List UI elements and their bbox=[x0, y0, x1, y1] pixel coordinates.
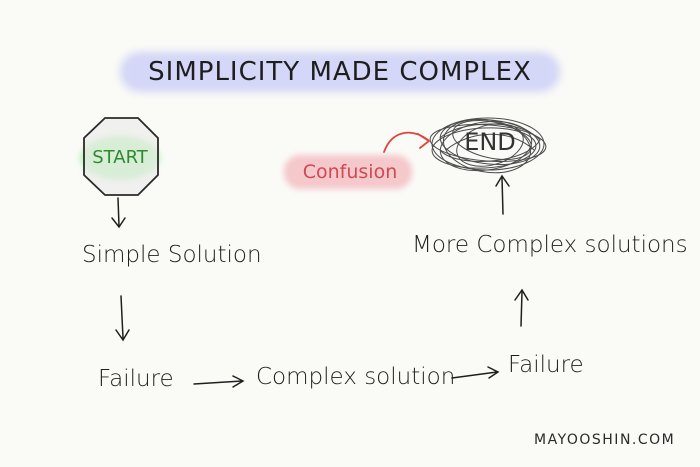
more-complex-solutions-label: More Complex solutions bbox=[412, 232, 688, 258]
arrow-confusion-to-end bbox=[383, 131, 431, 153]
arrow-more-complex-to-end bbox=[495, 174, 510, 215]
failure-label-2: Failure bbox=[508, 352, 584, 378]
page-title: SIMPLICITY MADE COMPLEX bbox=[148, 57, 532, 87]
site-credit: MAYOOSHIN.COM bbox=[534, 432, 676, 448]
end-node-label: END bbox=[464, 128, 516, 156]
title-highlight bbox=[120, 52, 560, 92]
arrow-simple-to-failure bbox=[115, 295, 130, 342]
arrow-failure-to-more-complex bbox=[514, 288, 529, 327]
arrow-complex-to-failure bbox=[451, 366, 500, 379]
arrow-failure-to-complex bbox=[193, 375, 245, 388]
title-block: SIMPLICITY MADE COMPLEX bbox=[120, 48, 560, 96]
failure-label-1: Failure bbox=[98, 366, 174, 392]
confusion-highlight bbox=[284, 155, 412, 189]
start-node-label: START bbox=[92, 147, 148, 168]
confusion-label: Confusion bbox=[302, 161, 398, 183]
complex-solution-label: Complex solution bbox=[256, 364, 456, 390]
simple-solution-label: Simple Solution bbox=[82, 242, 262, 268]
arrow-start-to-simple bbox=[111, 197, 126, 229]
